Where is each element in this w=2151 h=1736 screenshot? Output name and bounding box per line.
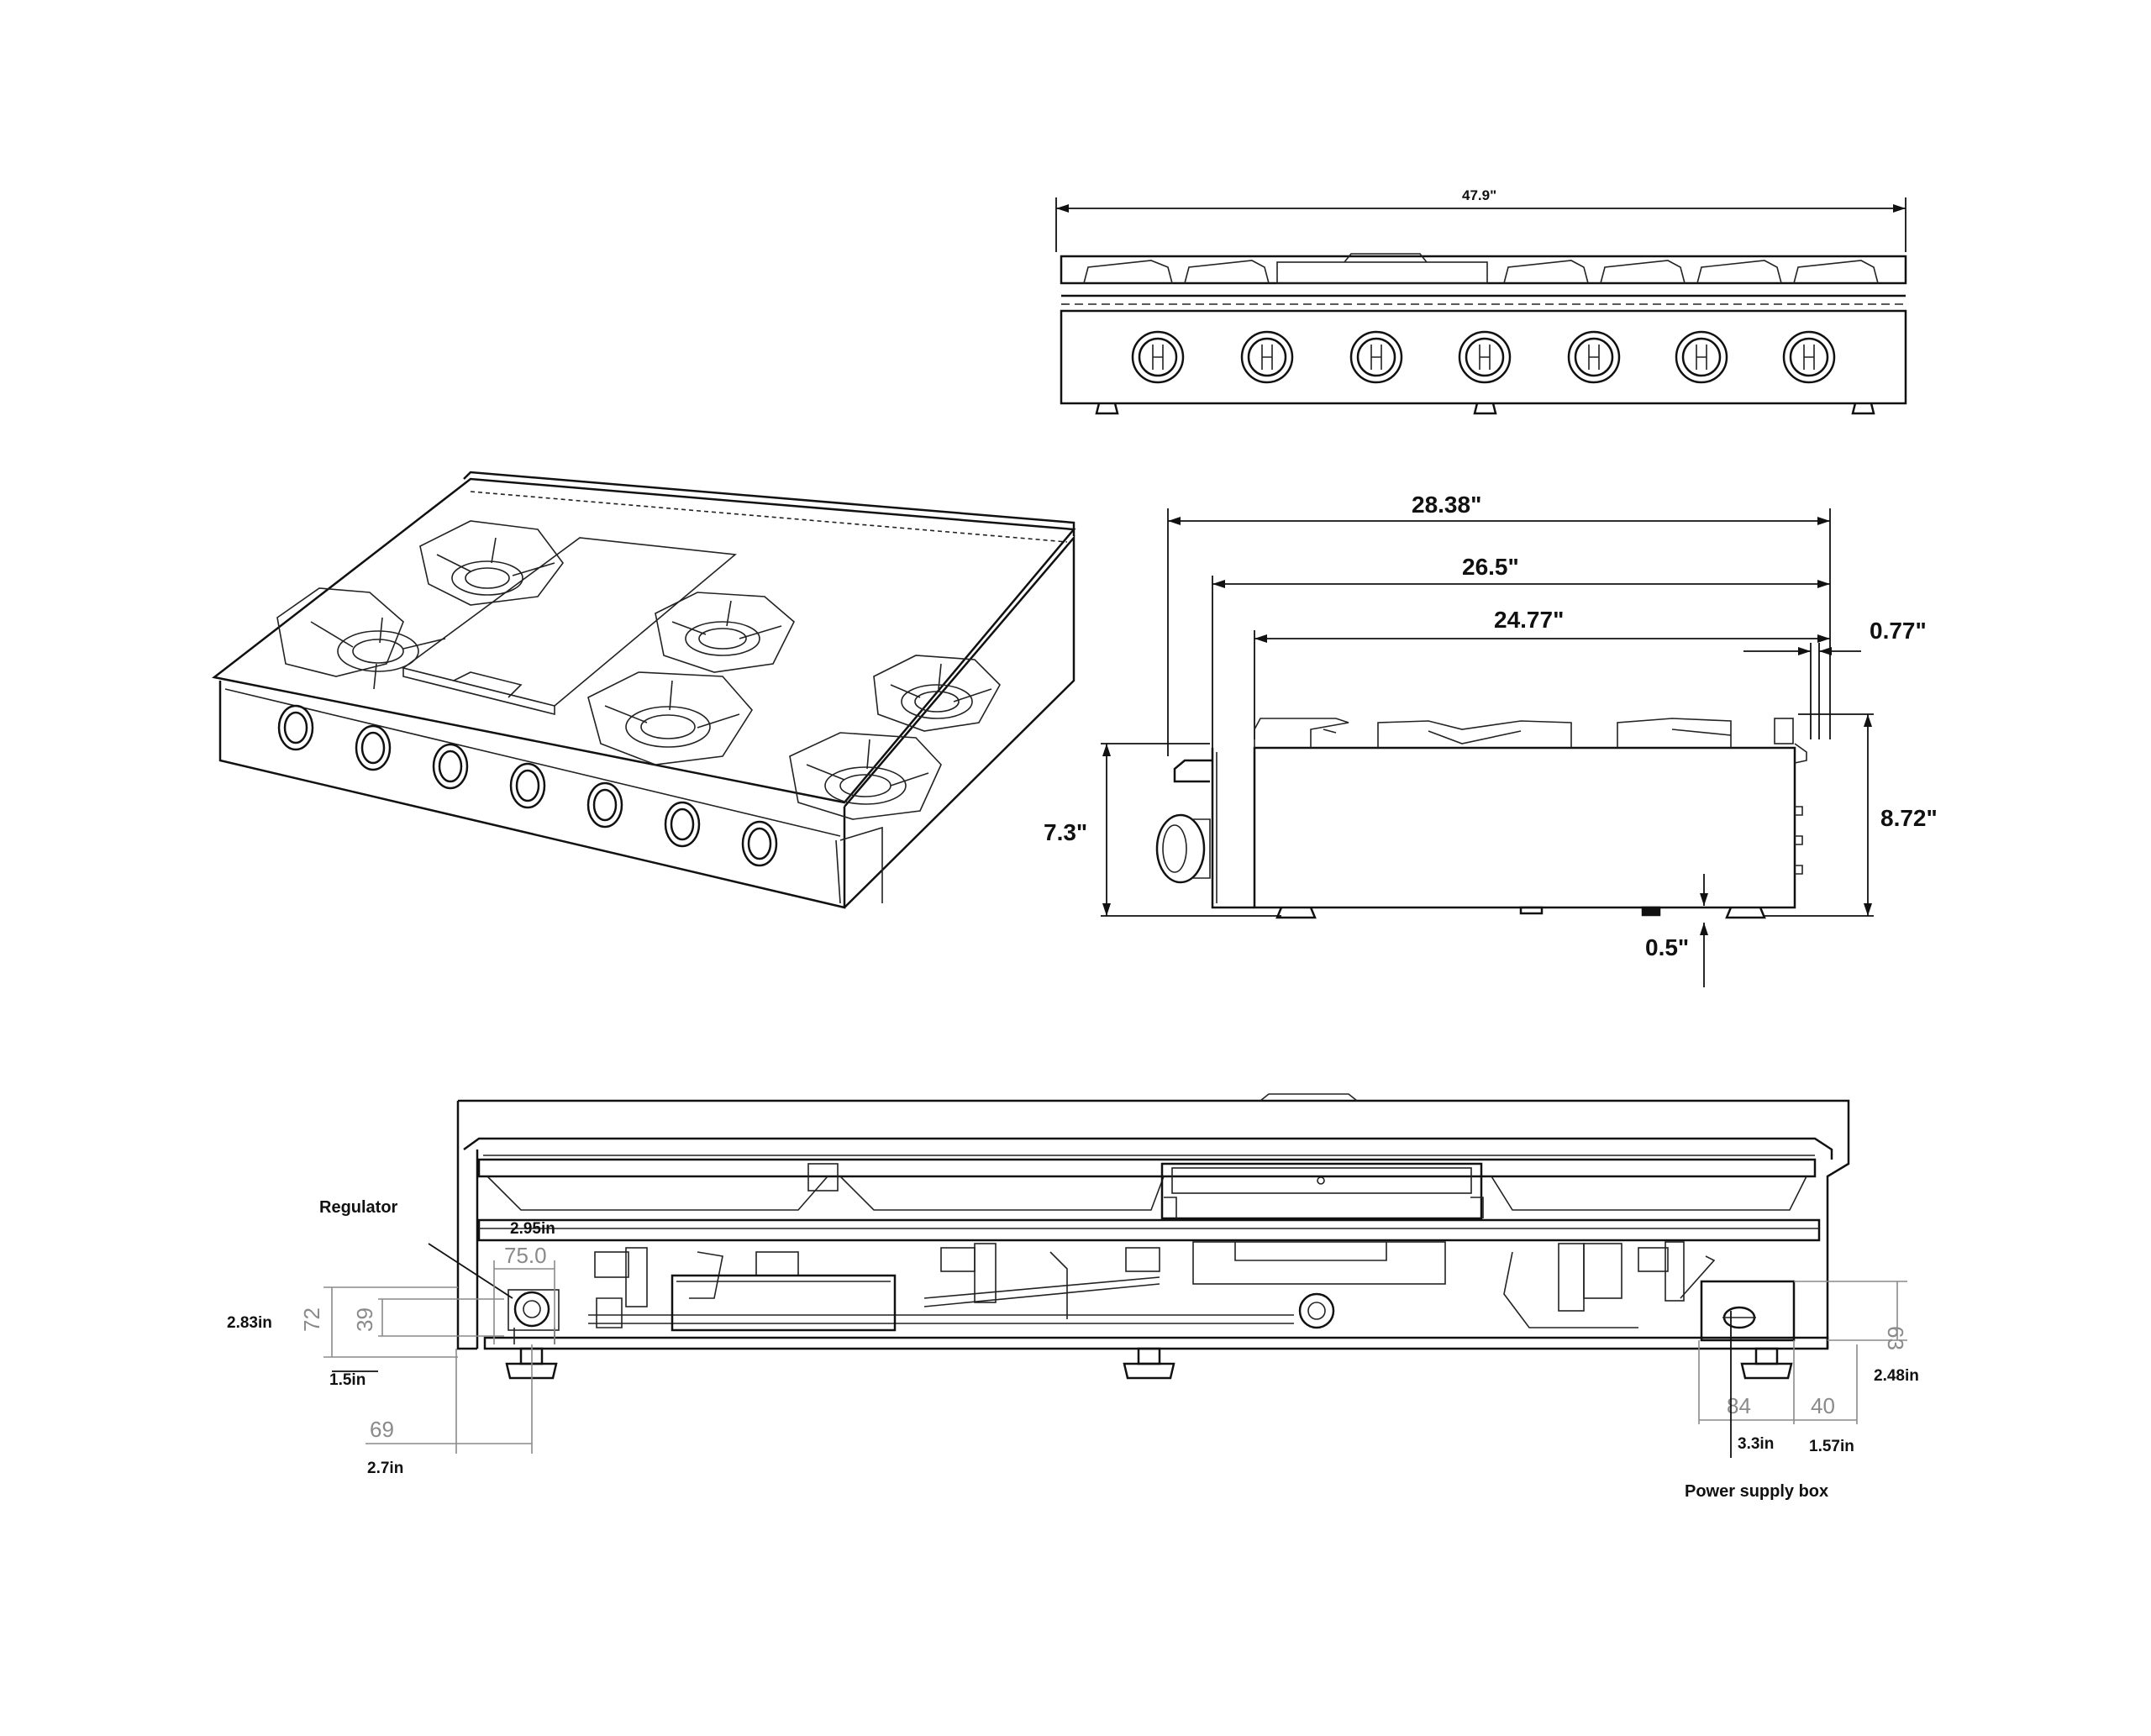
dim-157in: 1.57in xyxy=(1809,1438,1854,1455)
height-overall-label: 8.72" xyxy=(1880,805,1938,831)
dim-295in: 2.95in xyxy=(510,1220,555,1238)
bottom-view: 2.95in xyxy=(227,1093,1919,1501)
isometric-view xyxy=(212,471,1076,909)
foot-height-label: 0.5" xyxy=(1645,934,1689,960)
griddle xyxy=(402,537,737,716)
dim-27in: 2.7in xyxy=(367,1460,403,1477)
height-front-label: 7.3" xyxy=(1044,819,1087,845)
dim-69: 69 xyxy=(370,1417,394,1442)
regulator-dims: 75.0 72 39 2.83in 1.5in 69 2.7in xyxy=(227,1243,555,1477)
dim-248in: 2.48in xyxy=(1874,1367,1919,1385)
dim-39: 39 xyxy=(352,1307,377,1332)
side-view: 28.38" 26.5" 24.77" 0.77" xyxy=(1044,492,1938,987)
front-feet xyxy=(1095,402,1875,415)
dim-63: 63 xyxy=(1883,1326,1908,1350)
depth-overall-label: 28.38" xyxy=(1412,492,1481,518)
iso-knobs xyxy=(277,704,778,867)
power-box-label: Power supply box xyxy=(1685,1482,1828,1501)
dim-33in: 3.3in xyxy=(1738,1435,1774,1453)
regulator-label: Regulator xyxy=(319,1198,398,1217)
valves xyxy=(594,1241,1716,1328)
depth-body-label: 26.5" xyxy=(1462,554,1519,580)
bottom-feet xyxy=(505,1347,1793,1380)
dim-15in: 1.5in xyxy=(329,1371,366,1389)
burners xyxy=(276,520,1001,820)
back-offset-label: 0.77" xyxy=(1870,618,1927,644)
front-view: 47.9" xyxy=(1055,187,1907,415)
power-box-dims: 63 2.48in 84 40 3.3in 1.57in xyxy=(1698,1281,1919,1458)
front-width-label: 47.9" xyxy=(1462,187,1496,203)
dim-750: 75.0 xyxy=(504,1243,547,1268)
depth-grate-label: 24.77" xyxy=(1494,607,1564,633)
power-supply-box xyxy=(1700,1280,1796,1342)
dim-40: 40 xyxy=(1811,1393,1835,1418)
dim-283in: 2.83in xyxy=(227,1314,272,1332)
dim-72: 72 xyxy=(299,1307,324,1332)
front-knobs xyxy=(1131,330,1836,384)
